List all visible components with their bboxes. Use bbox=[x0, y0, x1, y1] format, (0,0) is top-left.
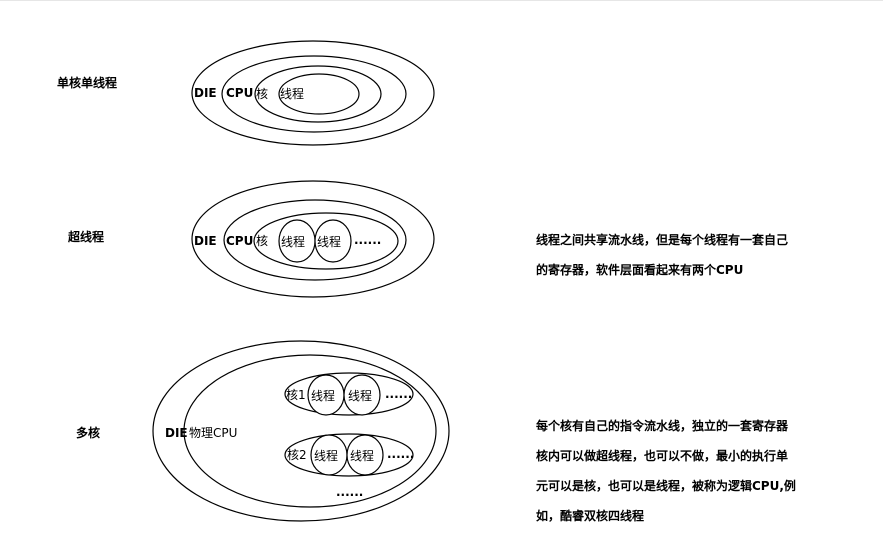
multi-cpu-label: 物理CPU bbox=[189, 426, 237, 440]
single-die-label: DIE bbox=[194, 86, 217, 100]
multi-note-line-4: 如，酷睿双核四线程 bbox=[536, 509, 645, 523]
multi-note-line-2: 核内可以做超线程，也可以不做，最小的执行单 bbox=[536, 449, 789, 463]
multi-note-line-3: 元可以是核，也可以是线程，被称为逻辑CPU,例 bbox=[536, 479, 796, 493]
multi-core1-more-threads: ...... bbox=[385, 387, 412, 401]
single-core-group: 单核单线程 DIE CPU 核 线程 bbox=[57, 40, 435, 146]
multi-core2-thread2-label: 线程 bbox=[350, 448, 374, 463]
single-thread-ellipse bbox=[278, 73, 360, 115]
hyper-core-label: 核 bbox=[256, 234, 268, 248]
multi-core-group: 多核 DIE 物理CPU 核1 线程 线程 ...... 核2 线程 线程 ..… bbox=[76, 340, 450, 522]
multi-core2-label: 核2 bbox=[287, 448, 307, 462]
hyper-thread2-ellipse bbox=[314, 219, 352, 263]
hyper-thread1-label: 线程 bbox=[281, 234, 305, 249]
hyper-die-label: DIE bbox=[194, 234, 217, 248]
multi-core1-thread2-ellipse bbox=[343, 374, 381, 416]
multi-core2-thread2-ellipse bbox=[346, 434, 384, 476]
multi-die-label: DIE bbox=[165, 426, 188, 440]
multi-note-line-1: 每个核有自己的指令流水线，独立的一套寄存器 bbox=[536, 419, 789, 433]
single-cpu-label: CPU bbox=[226, 86, 253, 100]
multi-core1-thread1-label: 线程 bbox=[311, 388, 335, 403]
hyper-thread-group: 超线程 DIE CPU 核 线程 线程 ...... bbox=[67, 180, 435, 298]
multi-core-title: 多核 bbox=[76, 425, 100, 440]
hyper-thread-title: 超线程 bbox=[67, 229, 104, 244]
multi-more-cores: ...... bbox=[336, 485, 363, 499]
hyper-thread-note: 线程之间共享流水线，但是每个线程有一套自己 的寄存器，软件层面看起来有两个CPU bbox=[536, 218, 836, 293]
single-core-label: 核 bbox=[256, 87, 268, 101]
single-thread-label: 线程 bbox=[280, 86, 304, 101]
top-border bbox=[0, 0, 883, 1]
multi-core2-more-threads: ...... bbox=[387, 447, 414, 461]
hyper-more-threads: ...... bbox=[354, 233, 381, 247]
architecture-diagram: 单核单线程 DIE CPU 核 线程 超线程 DIE CPU 核 线程 线程 .… bbox=[57, 40, 450, 522]
hyper-cpu-label: CPU bbox=[226, 234, 253, 248]
hyper-thread2-label: 线程 bbox=[317, 234, 341, 249]
single-core-title: 单核单线程 bbox=[57, 75, 117, 90]
multi-core1-label: 核1 bbox=[286, 388, 306, 402]
multi-core1-thread2-label: 线程 bbox=[348, 388, 372, 403]
hyper-note-line-2: 的寄存器，软件层面看起来有两个CPU bbox=[536, 263, 744, 277]
multi-core2-thread1-label: 线程 bbox=[314, 448, 338, 463]
multi-core-note: 每个核有自己的指令流水线，独立的一套寄存器 核内可以做超线程，也可以不做，最小的… bbox=[536, 404, 836, 539]
hyper-note-line-1: 线程之间共享流水线，但是每个线程有一套自己 bbox=[536, 233, 789, 247]
